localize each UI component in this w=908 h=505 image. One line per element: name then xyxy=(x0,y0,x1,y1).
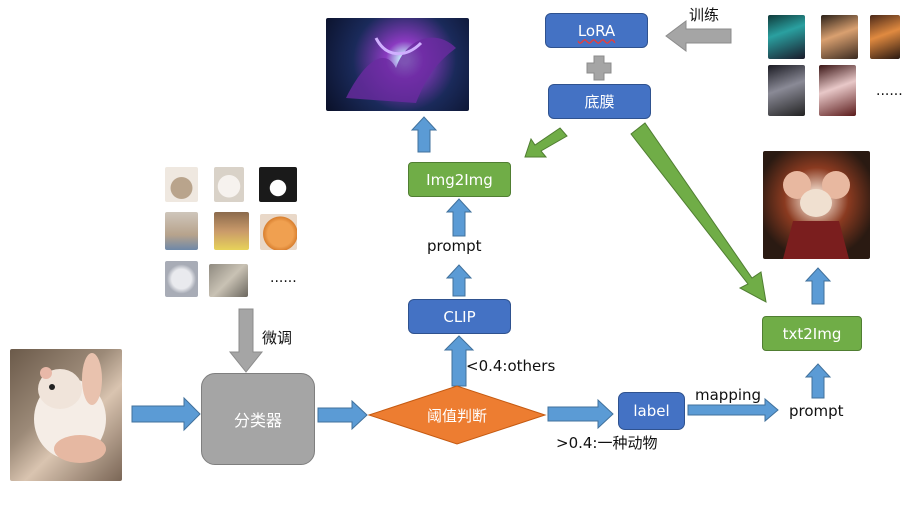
img2img-art xyxy=(346,37,456,103)
img2img-label: Img2Img xyxy=(426,170,493,189)
hamster-illustration xyxy=(34,353,106,463)
mapping-label: mapping xyxy=(695,386,762,404)
txt2img-label: txt2Img xyxy=(782,324,842,343)
arrow-clip-to-prompt xyxy=(445,264,473,297)
low-confidence-label: <0.4:others xyxy=(466,357,556,375)
finetune-ellipsis: ...... xyxy=(270,270,297,286)
train-label: 训练 xyxy=(689,6,720,24)
thumb-hamster xyxy=(214,212,249,250)
arrow-img2img-to-output xyxy=(410,116,438,153)
thumb-char-2 xyxy=(821,15,858,59)
prompt-right-label: prompt xyxy=(789,402,844,420)
threshold-diamond xyxy=(367,385,547,445)
txt2img-node: txt2Img xyxy=(762,316,862,351)
plus-icon xyxy=(586,55,612,81)
input-hamster-photo xyxy=(10,349,122,481)
arrow-classifier-to-threshold xyxy=(317,399,368,431)
thumb-char-5 xyxy=(819,65,856,116)
arrow-threshold-to-label xyxy=(547,398,614,430)
prompt-left-label: prompt xyxy=(427,237,482,255)
classifier-node: 分类器 xyxy=(201,373,315,465)
lora-node: LoRA xyxy=(545,13,648,48)
finetune-label: 微调 xyxy=(262,329,293,347)
thumb-char-1 xyxy=(768,15,805,59)
thumb-white-dog xyxy=(214,167,244,202)
clip-node: CLIP xyxy=(408,299,511,334)
clip-label: CLIP xyxy=(443,307,476,326)
lora-label: LoRA xyxy=(577,21,616,40)
classifier-label: 分类器 xyxy=(233,411,282,430)
arrow-base-to-txt2img xyxy=(630,122,767,303)
arrow-train xyxy=(665,20,732,52)
base-model-label: 底膜 xyxy=(584,93,615,111)
thumb-gray-cat xyxy=(165,261,198,297)
arrow-label-to-prompt xyxy=(687,397,779,423)
threshold-node: 阈值判断 xyxy=(405,400,509,430)
train-ellipsis: ...... xyxy=(876,83,903,99)
threshold-label: 阈值判断 xyxy=(426,406,487,425)
label-node: label xyxy=(618,392,685,430)
thumb-black-white-dog xyxy=(259,167,297,202)
thumb-tabby-cat xyxy=(209,264,248,297)
arrow-prompt-to-txt2img xyxy=(804,363,832,399)
label-node-text: label xyxy=(633,402,670,420)
arrow-finetune xyxy=(228,308,264,373)
base-model-node: 底膜 xyxy=(548,84,651,119)
arrow-base-to-img2img xyxy=(524,127,568,158)
txt2img-output-image xyxy=(763,151,870,259)
high-confidence-label: >0.4:一种动物 xyxy=(556,434,658,452)
thumb-rabbit xyxy=(165,167,198,202)
img2img-output-image xyxy=(326,18,469,111)
arrow-prompt-to-img2img xyxy=(445,198,473,237)
arrow-threshold-to-clip xyxy=(443,335,475,387)
thumb-bulldog xyxy=(165,212,198,250)
thumb-orange-cat xyxy=(260,214,297,250)
arrow-input-to-classifier xyxy=(131,396,201,432)
txt2img-art xyxy=(783,171,850,259)
arrow-txt2img-to-output xyxy=(804,267,832,305)
thumb-char-4 xyxy=(768,65,805,116)
thumb-char-3 xyxy=(870,15,900,59)
img2img-node: Img2Img xyxy=(408,162,511,197)
